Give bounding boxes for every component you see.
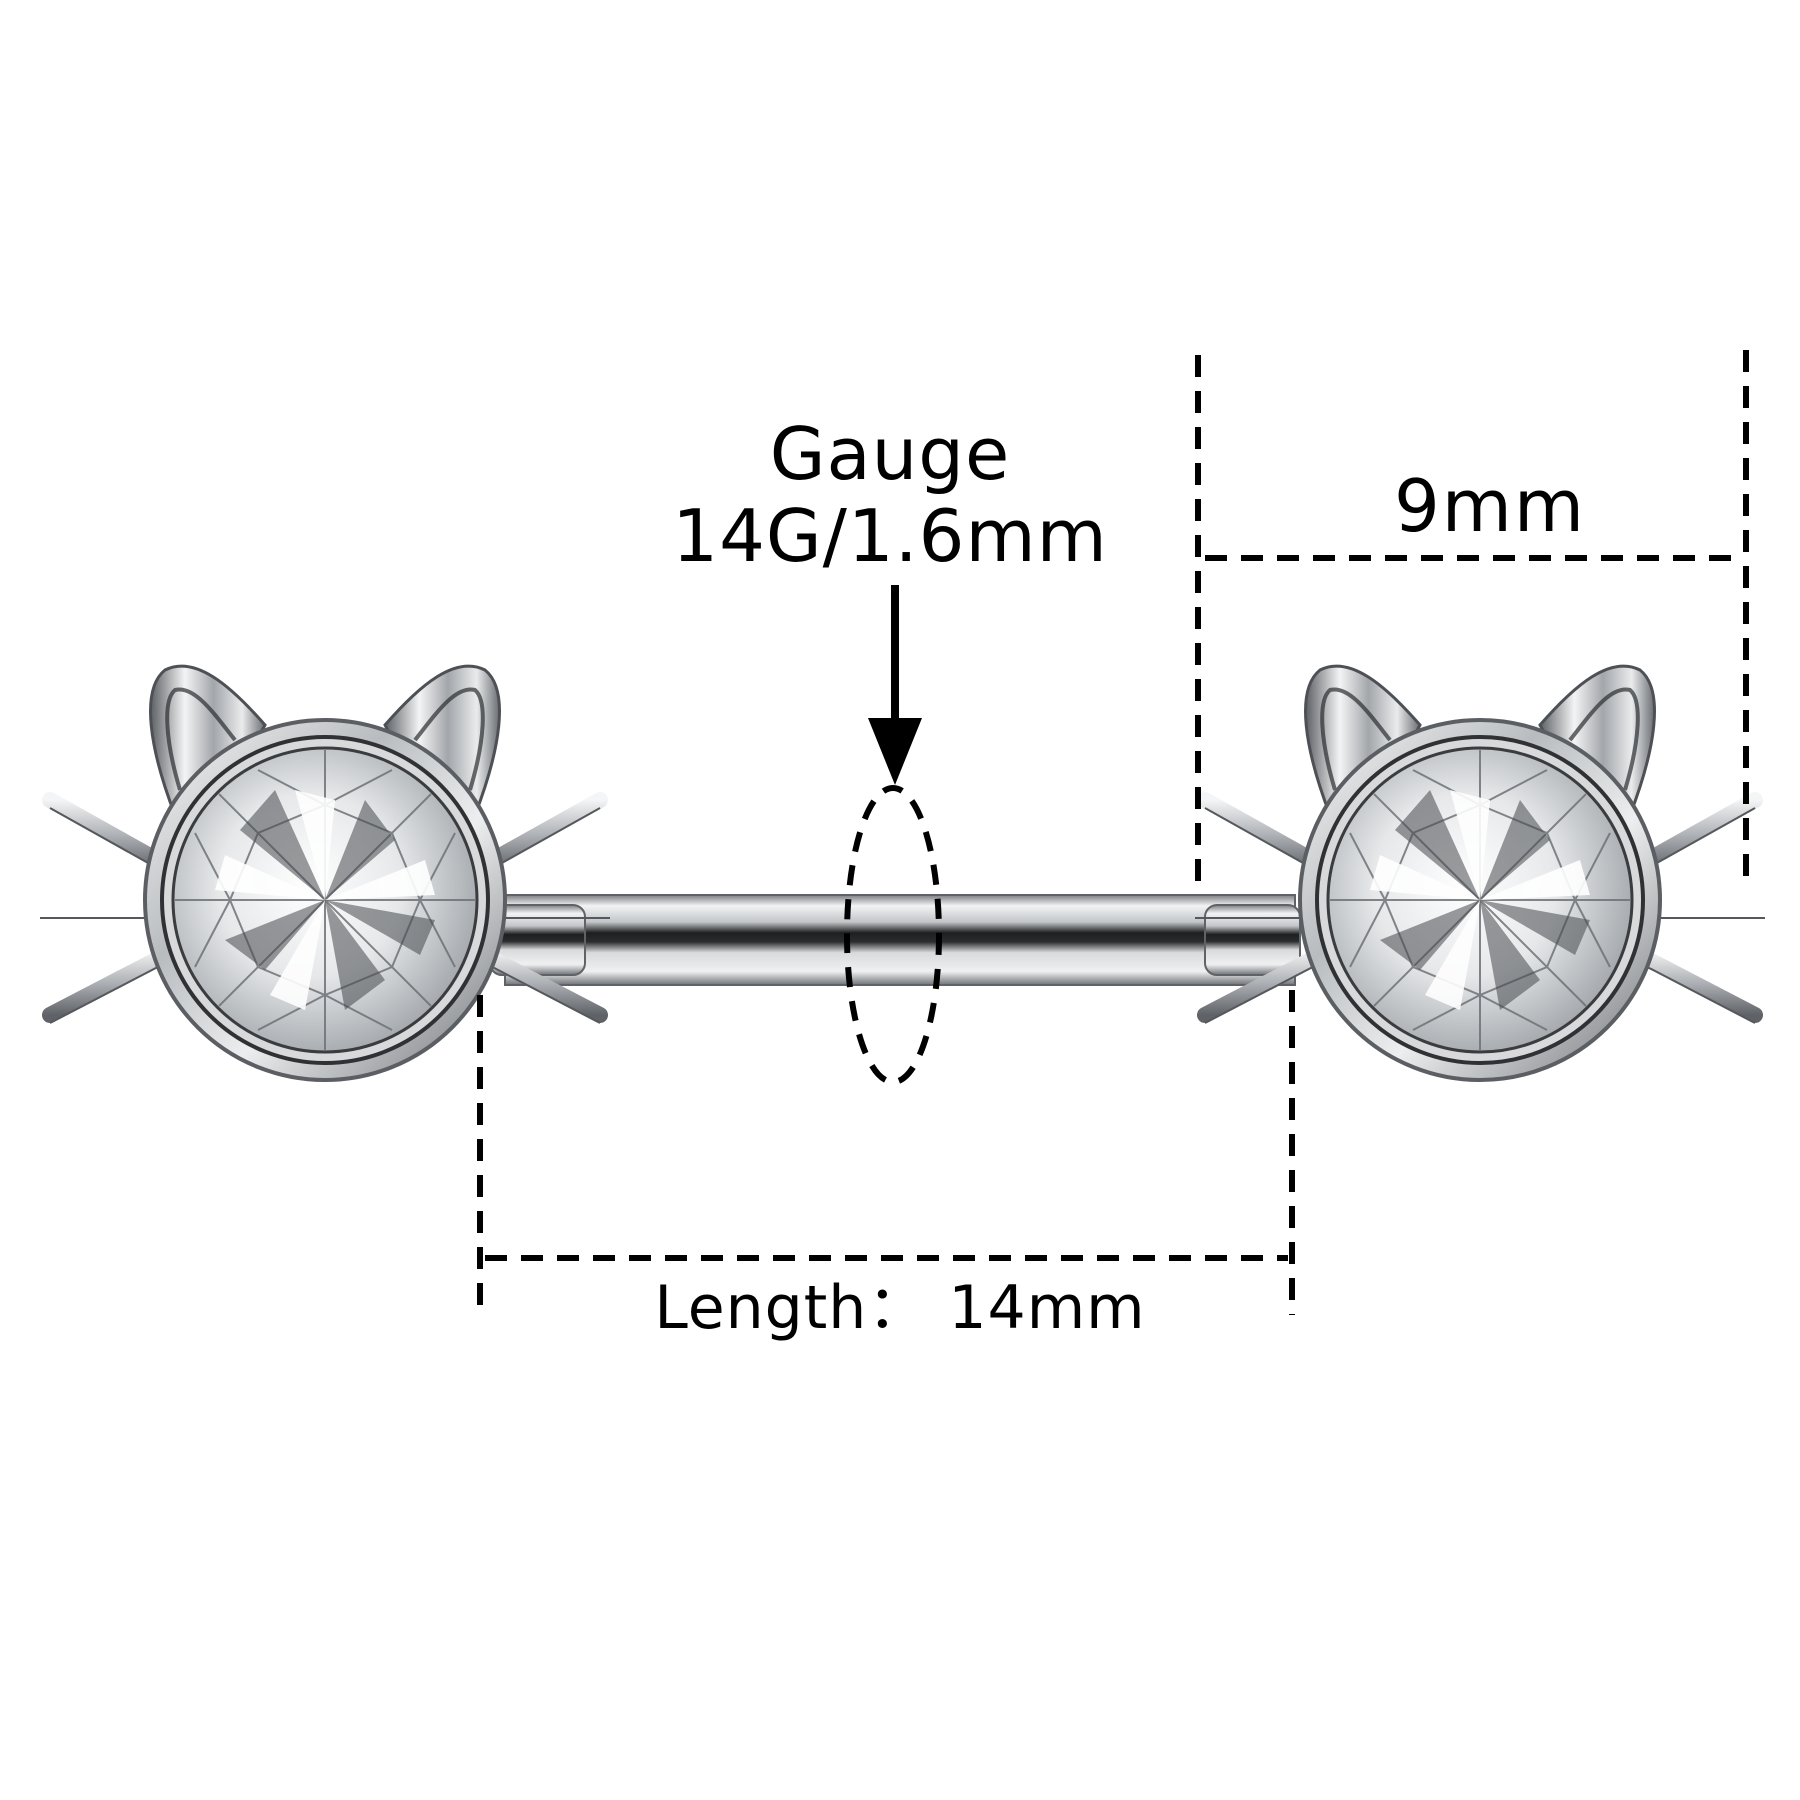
head-width-dimension <box>1195 350 1749 885</box>
length-dimension <box>477 990 1295 1315</box>
cat-head-right <box>1195 666 1765 1080</box>
cat-head-left <box>40 666 610 1080</box>
gauge-value: 14G/1.6mm <box>672 494 1108 578</box>
head-width-label: 9mm <box>1393 464 1587 548</box>
gauge-title: Gauge <box>769 412 1011 496</box>
barbell-bar <box>489 894 1301 986</box>
length-label: Length： 14mm <box>654 1273 1146 1343</box>
gauge-arrow <box>868 585 922 785</box>
gauge-cross-section <box>844 785 942 1085</box>
